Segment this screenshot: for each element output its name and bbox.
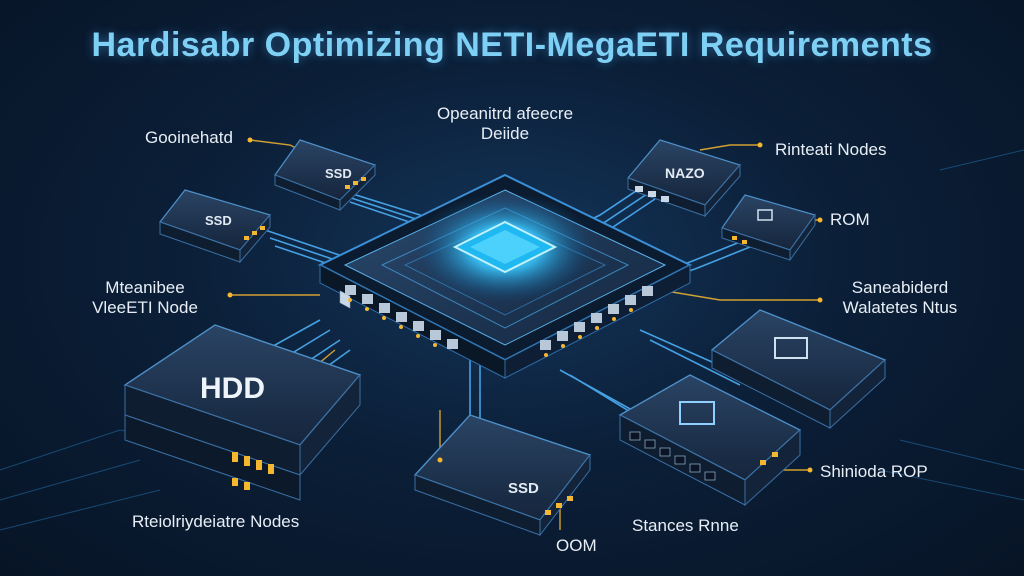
chip-pins-left [345,285,458,349]
ssd-bottom-text: SSD [508,480,539,497]
label-right-middle: Saneabiderd Walatetes Ntus [810,278,990,318]
hdd-text: HDD [200,372,265,405]
ssd-left-text: SSD [205,213,232,228]
label-bottom-right: Shinioda ROP [820,462,928,481]
label-left-middle: Mteanibee VleeETI Node [60,278,230,318]
label-left-middle-line2: VleeETI Node [92,298,198,317]
hdd-stack-left: HDD [123,324,362,501]
ssd-device-bottom: SSD [413,414,592,537]
rom-device [721,194,816,262]
label-top-center-line1: Opeanitrd afeecre [436,104,574,123]
label-right-middle-line1: Saneabiderd [851,278,949,297]
label-bottom-right-center: Stances Rnne [632,516,739,535]
chip-pins-right [540,286,653,350]
label-top-left: Gooinehatd [145,128,233,147]
label-left-middle-line1: Mteanibee [105,278,185,297]
page-title: Hardisabr Optimizing NETI-MegaETI Requir… [91,26,933,64]
ssd-top-text: SSD [325,166,352,181]
label-bottom-center: OOM [556,536,597,555]
label-right-middle-line2: Walatetes Ntus [842,298,958,317]
top-right-device-text: NAZO [665,165,705,181]
label-top-right: Rinteati Nodes [775,140,887,159]
ssd-device-left: SSD [159,189,272,264]
network-switch-device [618,374,802,507]
label-top-center-line2: Deiide [480,124,530,143]
label-bottom-left: Rteiolriydeiatre Nodes [132,512,300,531]
storage-device-top-right: NAZO [626,139,742,218]
label-top-center: Opeanitrd afeecre Deiide [405,104,605,144]
leader-dots [227,137,823,473]
ssd-device-top: SSD [274,139,377,212]
central-processor [317,173,693,379]
storage-device-right [710,309,887,430]
label-rom: ROM [830,210,870,229]
